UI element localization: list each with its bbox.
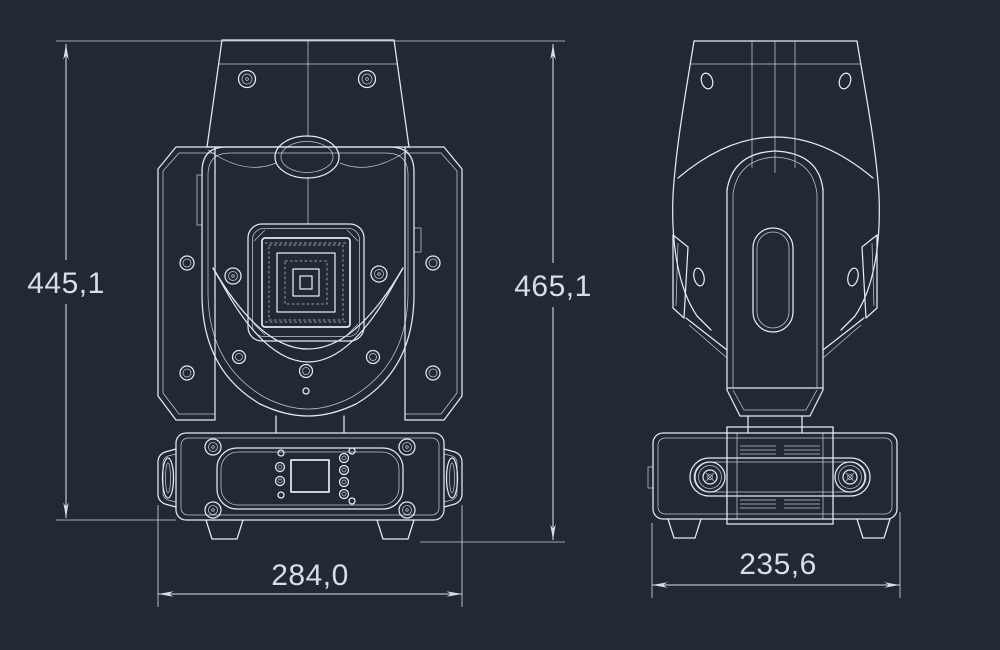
screw-icon — [847, 267, 859, 287]
yoke-handle-cutout — [752, 227, 794, 333]
vent-slats-top — [740, 445, 820, 459]
screw-icon — [231, 349, 247, 365]
base-handle-left — [157, 448, 177, 508]
foot — [376, 519, 415, 540]
screw-icon — [237, 69, 257, 89]
side-head — [672, 40, 880, 359]
front-lens — [247, 223, 365, 342]
dimension-label: 445,1 — [27, 267, 105, 300]
screw-icon — [693, 267, 705, 287]
screw-icon — [204, 438, 222, 456]
dimension-front-width: 284,0 — [157, 505, 463, 607]
vent-slats-bottom — [740, 499, 820, 509]
dimension-annotations: 445,1 465,1 284,0 235,6 — [27, 40, 901, 607]
arm-edge-right — [861, 234, 878, 319]
display-screen — [290, 459, 330, 493]
front-view — [157, 39, 463, 540]
menu-buttons — [274, 447, 356, 505]
top-handle — [274, 135, 340, 179]
screw-icon — [179, 365, 195, 381]
front-head-top — [206, 39, 410, 224]
front-yoke-arm-right — [404, 146, 463, 421]
screw-icon — [398, 438, 416, 456]
screw-icon — [357, 69, 377, 89]
dimension-label: 235,6 — [739, 548, 817, 581]
foot — [667, 518, 702, 539]
front-yoke-arm-left — [157, 146, 216, 421]
screw-icon — [365, 349, 381, 365]
screw-icon — [398, 501, 416, 519]
screw-icon — [204, 501, 222, 519]
screw-icon — [700, 72, 714, 90]
side-base — [647, 426, 898, 539]
screw-icon — [838, 72, 852, 90]
dimension-side-depth: 235,6 — [651, 512, 901, 598]
dimension-label: 284,0 — [271, 559, 349, 592]
arm-edge-left — [672, 234, 689, 319]
screw-icon — [179, 255, 195, 271]
base-handle-right — [443, 448, 463, 508]
front-head-face — [201, 146, 422, 417]
screw-icon — [425, 255, 441, 271]
screw-icon — [302, 387, 310, 395]
side-yoke-arm — [726, 150, 824, 434]
dimension-front-height-body: 445,1 — [27, 44, 176, 521]
omega-bracket — [689, 457, 871, 497]
screw-icon — [298, 363, 314, 379]
screw-icon — [224, 267, 242, 285]
dimension-front-height-total: 465,1 — [420, 44, 592, 543]
screw-icon — [370, 265, 388, 283]
foot — [856, 518, 891, 539]
dimension-label: 465,1 — [514, 270, 592, 303]
clamp-knob — [694, 461, 726, 493]
side-view — [647, 40, 898, 539]
screw-icon — [425, 365, 441, 381]
clamp-knob — [834, 461, 866, 493]
front-base — [157, 432, 463, 540]
foot — [205, 519, 244, 540]
